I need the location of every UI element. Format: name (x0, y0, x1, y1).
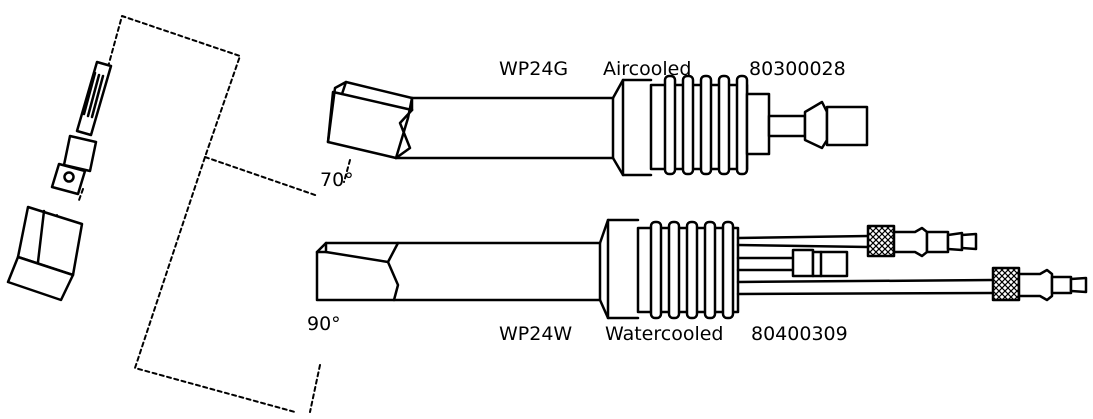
watercooled-cooling-label: Watercooled (605, 323, 723, 345)
lower-hose-fitting (991, 266, 1088, 302)
gas-fitting (745, 92, 869, 156)
watercooled-part-number: 80400309 (751, 323, 848, 345)
torch-body (394, 78, 653, 177)
hose-lines (736, 234, 995, 296)
watercooled-torch (315, 218, 1088, 320)
handle-grip-rings (649, 74, 749, 176)
watercooled-model-label: WP24W (499, 323, 572, 345)
upper-hose-fitting (866, 224, 978, 258)
torch-head (315, 241, 400, 302)
aircooled-torch (326, 74, 869, 177)
consumable-parts (6, 60, 113, 302)
torch-head (326, 80, 414, 160)
aircooled-part-number: 80300028 (749, 58, 846, 80)
aircooled-model-label: WP24G (499, 58, 568, 80)
handle-grip-rings (636, 220, 740, 320)
aircooled-cooling-label: Aircooled (603, 58, 691, 80)
torch-body (392, 218, 640, 320)
watercooled-head-angle: 90° (307, 313, 341, 335)
aircooled-head-angle: 70° (320, 169, 354, 191)
